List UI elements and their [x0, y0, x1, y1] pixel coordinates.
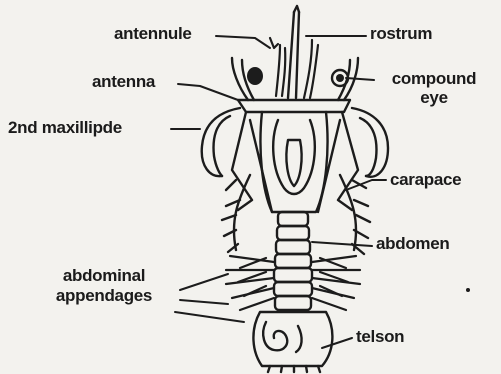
label-telson: telson [356, 328, 404, 346]
compound-eye-leader [346, 78, 374, 80]
abdomen-drawing [274, 212, 312, 310]
label-abdominal-appendages: abdominal appendages [28, 266, 180, 306]
label-carapace: carapace [390, 171, 461, 189]
label-antennule: antennule [114, 25, 192, 43]
label-rostrum: rostrum [370, 25, 432, 43]
telson-drawing [253, 312, 332, 372]
stray-dot [466, 288, 470, 292]
maxilliped-drawing [202, 108, 388, 177]
antenna-leader [178, 84, 238, 100]
antennule-drawing [270, 38, 318, 98]
label-abdomen: abdomen [376, 235, 449, 253]
appendages-leader-1 [180, 274, 228, 290]
abdomen-leader [312, 242, 372, 246]
carapace-drawing [222, 100, 370, 254]
rostrum-drawing [288, 6, 299, 98]
label-2nd-maxilliped: 2nd maxillipde [8, 119, 122, 137]
label-compound-eye: compound eye [378, 69, 490, 107]
label-antenna: antenna [92, 73, 155, 91]
appendages-leader-3 [175, 312, 244, 322]
appendages-leader-2 [180, 300, 228, 304]
antennule-leader [216, 36, 270, 48]
telson-leader [322, 338, 352, 348]
